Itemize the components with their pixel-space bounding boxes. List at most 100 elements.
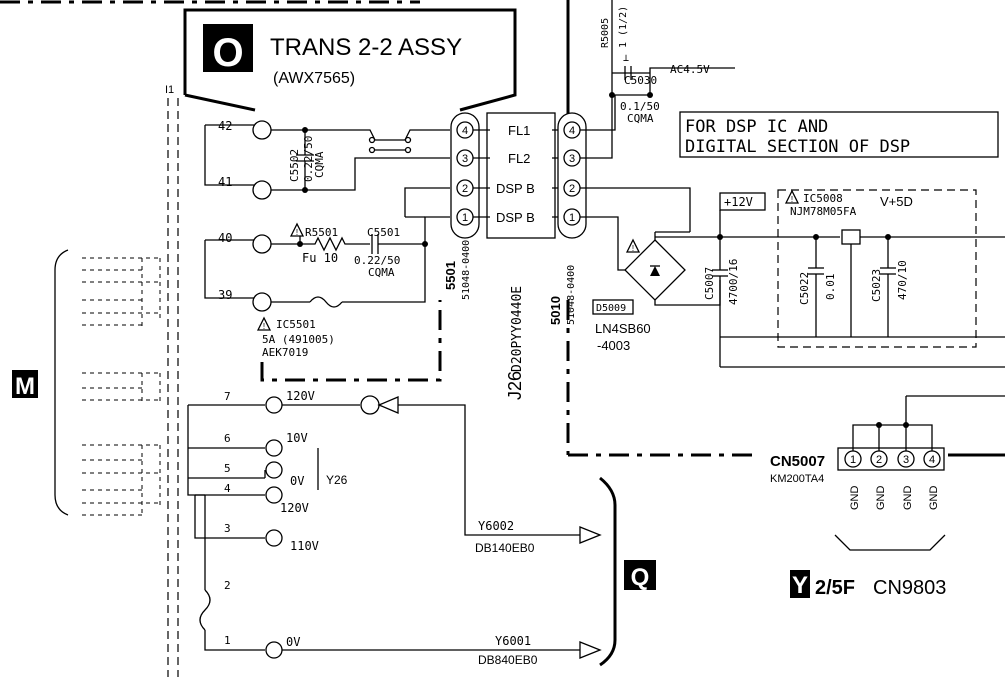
svg-text:5: 5 [224, 462, 231, 475]
connector-5010-pins: 4 3 2 1 [563, 121, 581, 226]
y6001-part: DB840EB0 [478, 653, 538, 667]
signal-fl1: FL1 [508, 123, 530, 138]
cn5007-bracket [834, 534, 946, 551]
signal-fl2: FL2 [508, 151, 530, 166]
wire-fl2-out [580, 95, 613, 159]
connector-5010-part: 51048-0400 [566, 265, 577, 325]
trans-terminal-41: 41 [218, 175, 272, 200]
d5009-part: LN4SB60 [595, 321, 651, 336]
svg-text:6: 6 [224, 432, 231, 445]
ic5501-value: 5A (491005) [262, 333, 335, 346]
svg-text:120V: 120V [280, 501, 309, 515]
m-bracket [54, 249, 69, 516]
trans-terminal-39: 39 [218, 288, 272, 312]
svg-text:10V: 10V [286, 431, 308, 445]
y-position: 2/5F [815, 577, 855, 599]
cn5007-ref: CN5007 [770, 453, 825, 470]
y-letter: Y [792, 572, 808, 599]
c5007-ref: C5007 [703, 267, 716, 300]
y6001-ref: Y6001 [495, 634, 531, 648]
svg-text:0V: 0V [286, 635, 300, 649]
c5501-type: CQMA [368, 266, 395, 279]
y26-ref: Y26 [326, 473, 348, 487]
c5501-ref: C5501 [367, 226, 400, 239]
c5023-value: 470/10 [896, 260, 909, 300]
c5022-value: 0.01 [824, 274, 837, 301]
v5d-label: V+5D [880, 194, 913, 209]
y26-terminals [265, 396, 283, 659]
m-letter-box [12, 370, 38, 398]
wire-to-y6002 [398, 404, 580, 536]
ic5008-part: NJM78M05FA [790, 205, 857, 218]
connector-5501-part: 51048-0400 [461, 240, 472, 300]
svg-text:41: 41 [218, 175, 232, 189]
trans-letter-box [203, 24, 253, 72]
d5009-ref: D5009 [596, 303, 626, 314]
svg-text:110V: 110V [290, 539, 319, 553]
trans-part: (AWX7565) [273, 70, 355, 87]
y-letter-box [790, 570, 810, 598]
c5030-ref: C5030 [624, 74, 657, 87]
ic5008-warning-icon [784, 189, 800, 204]
svg-text:40: 40 [218, 231, 232, 245]
wire-41 [271, 157, 450, 191]
svg-text:2: 2 [569, 183, 575, 195]
svg-text:1: 1 [569, 212, 575, 224]
j26-part: D20PYY0440E [510, 286, 525, 372]
c5502-type: CQMA [313, 151, 326, 178]
q-letter-box [624, 560, 656, 590]
y6002-part: DB140EB0 [475, 541, 535, 555]
y6002-arrow [579, 526, 602, 544]
connector-5010-ref: 5010 [548, 296, 563, 325]
svg-text:GND: GND [928, 486, 940, 511]
y26-pin-labels: 7 6 5 4 3 2 1 [224, 390, 231, 647]
svg-text:7: 7 [224, 390, 231, 403]
svg-text:GND: GND [849, 486, 861, 511]
connector-5501-pins: 4 3 2 1 [456, 121, 474, 226]
svg-text:42: 42 [218, 119, 232, 133]
svg-text:2: 2 [224, 579, 231, 592]
svg-text:2: 2 [462, 183, 468, 195]
y26-voltage-labels: 120V 10V 0V 120V 110V 0V [280, 389, 319, 649]
signal-dspb-2: DSP B [496, 181, 535, 196]
y6002-ref: Y6002 [478, 519, 514, 533]
d5009-ref-box [592, 299, 634, 315]
r5501-ref: R5501 [305, 226, 338, 239]
svg-text:GND: GND [902, 486, 914, 511]
c5030-value: 0.1/50 [620, 100, 660, 113]
d5009-warning-icon [625, 238, 641, 253]
svg-text:3: 3 [224, 522, 231, 535]
q-letter: Q [631, 564, 650, 591]
wire-fl1-out [580, 95, 616, 131]
svg-text:2: 2 [876, 454, 882, 466]
svg-text:3: 3 [569, 153, 575, 165]
svg-text:4: 4 [224, 482, 231, 495]
c5030-type: CQMA [627, 112, 654, 125]
winding-40-39 [204, 240, 255, 299]
connector-5010 [557, 112, 587, 239]
cn5007-part: KM200TA4 [770, 473, 824, 485]
y6001-arrow [579, 641, 602, 659]
dsp-note-box [679, 111, 999, 158]
q-bracket [599, 476, 617, 667]
c5022-ref: C5022 [798, 272, 811, 305]
svg-text:1: 1 [850, 454, 856, 466]
wire-pin2 [404, 187, 450, 217]
trans-assy-pointer [184, 93, 256, 112]
trans-assy-bottom-outline [260, 300, 442, 382]
svg-text:39: 39 [218, 288, 232, 302]
wire-pin1 [424, 216, 450, 244]
svg-text:3: 3 [903, 454, 909, 466]
svg-text:!: ! [632, 244, 634, 253]
svg-text:4: 4 [569, 125, 575, 137]
j26-ref: J26 [505, 371, 525, 400]
ic5008-region [777, 189, 977, 348]
svg-text:1: 1 [224, 634, 231, 647]
c5030-warning: ⊥ [623, 53, 629, 64]
svg-text:1: 1 [462, 212, 468, 224]
svg-text:4: 4 [929, 454, 935, 466]
ic5008-ref: IC5008 [803, 192, 843, 205]
y26-fuse [199, 589, 211, 631]
svg-text:0V: 0V [290, 474, 304, 488]
